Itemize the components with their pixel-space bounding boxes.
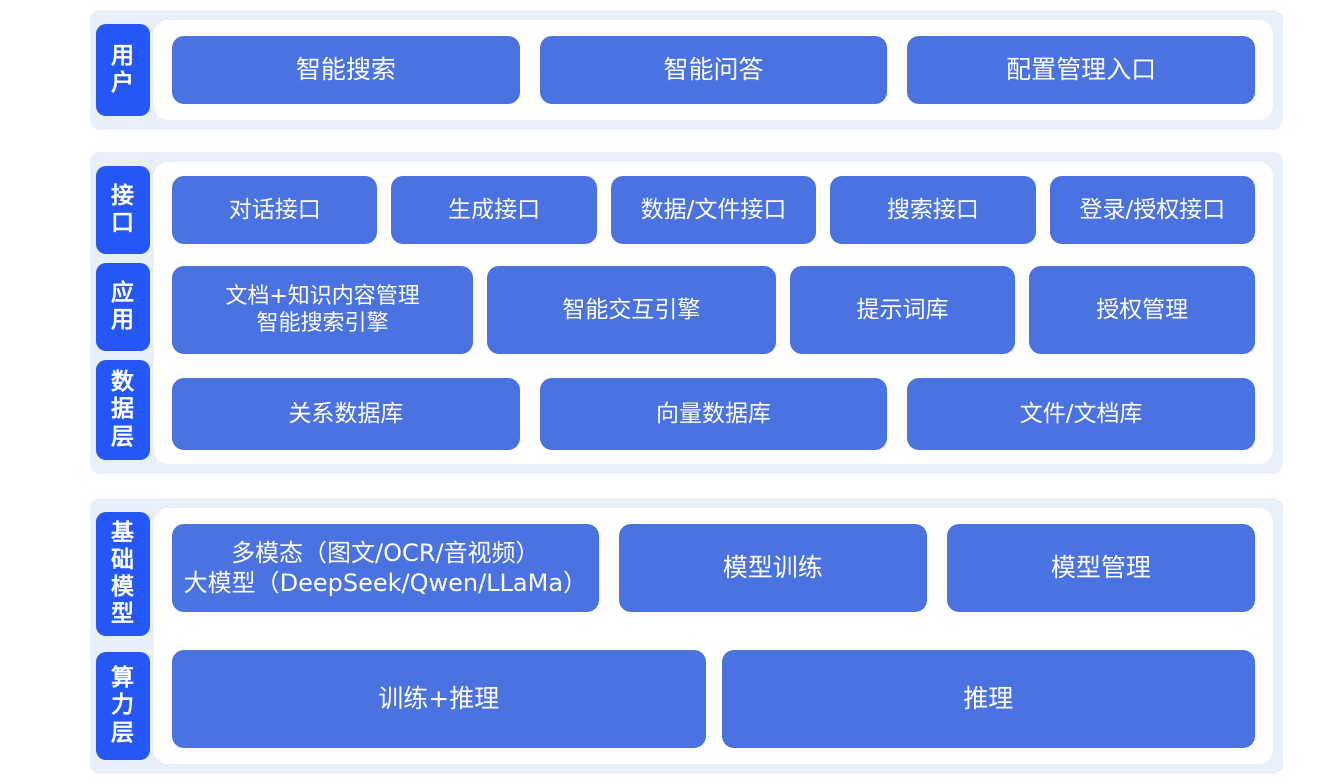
tier-chip-data-layer[interactable]: 数据层 xyxy=(96,360,150,460)
box-prompt-library[interactable]: 提示词库 xyxy=(789,266,1016,354)
box-search-api[interactable]: 搜索接口 xyxy=(830,176,1036,244)
tier-chip-interface[interactable]: 接口 xyxy=(96,166,150,254)
tier-rail-base: 基础模型 算力层 xyxy=(90,498,150,774)
model-row: 多模态（图文/OCR/音视频） 大模型（DeepSeek/Qwen/LLaMa）… xyxy=(172,524,1255,612)
box-document-knowledge-management[interactable]: 文档+知识内容管理 智能搜索引擎 xyxy=(172,266,474,354)
box-dialog-api[interactable]: 对话接口 xyxy=(172,176,378,244)
application-row: 文档+知识内容管理 智能搜索引擎 智能交互引擎 提示词库 授权管理 xyxy=(172,266,1255,354)
user-entry-row: 智能搜索 智能问答 配置管理入口 xyxy=(172,36,1256,104)
box-vector-database[interactable]: 向量数据库 xyxy=(539,378,888,450)
box-config-management-entry[interactable]: 配置管理入口 xyxy=(907,36,1256,104)
tier-rail-middle: 接口 应用 数据层 xyxy=(90,152,150,474)
box-model-management[interactable]: 模型管理 xyxy=(946,524,1255,612)
box-data-file-api[interactable]: 数据/文件接口 xyxy=(610,176,817,244)
box-model-training[interactable]: 模型训练 xyxy=(618,524,927,612)
tier-rail-user: 用户 xyxy=(90,10,150,130)
box-smart-search[interactable]: 智能搜索 xyxy=(172,36,520,104)
card-user-layer: 智能搜索 智能问答 配置管理入口 xyxy=(154,20,1273,120)
box-file-document-store[interactable]: 文件/文档库 xyxy=(907,378,1256,450)
interface-row: 对话接口 生成接口 数据/文件接口 搜索接口 登录/授权接口 xyxy=(172,176,1256,244)
box-login-auth-api[interactable]: 登录/授权接口 xyxy=(1049,176,1256,244)
box-relational-database[interactable]: 关系数据库 xyxy=(172,378,520,450)
section-foundation-layers: 基础模型 算力层 多模态（图文/OCR/音视频） 大模型（DeepSeek/Qw… xyxy=(90,498,1283,774)
box-authorization-management[interactable]: 授权管理 xyxy=(1029,266,1255,354)
data-row: 关系数据库 向量数据库 文件/文档库 xyxy=(172,378,1256,450)
tier-chip-foundation-model[interactable]: 基础模型 xyxy=(96,512,150,636)
tier-chip-user[interactable]: 用户 xyxy=(96,24,150,116)
compute-row: 训练+推理 推理 xyxy=(172,650,1255,748)
card-middle-layers: 对话接口 生成接口 数据/文件接口 搜索接口 登录/授权接口 文 xyxy=(154,162,1273,464)
box-multimodal-large-model[interactable]: 多模态（图文/OCR/音视频） 大模型（DeepSeek/Qwen/LLaMa） xyxy=(172,524,599,612)
section-user-layer: 用户 智能搜索 智能问答 配置管理入口 xyxy=(90,10,1283,130)
card-foundation-layers: 多模态（图文/OCR/音视频） 大模型（DeepSeek/Qwen/LLaMa）… xyxy=(154,508,1273,764)
box-training-plus-inference[interactable]: 训练+推理 xyxy=(172,650,706,748)
box-smart-interaction-engine[interactable]: 智能交互引擎 xyxy=(487,266,776,354)
box-inference[interactable]: 推理 xyxy=(721,650,1255,748)
tier-chip-compute-layer[interactable]: 算力层 xyxy=(96,652,150,760)
box-smart-qa[interactable]: 智能问答 xyxy=(539,36,888,104)
section-middle-layers: 接口 应用 数据层 对话接口 生成接口 数据/文件接口 搜索接口 登录/授权接 xyxy=(90,152,1283,474)
tier-chip-application[interactable]: 应用 xyxy=(96,263,150,351)
box-generation-api[interactable]: 生成接口 xyxy=(391,176,597,244)
